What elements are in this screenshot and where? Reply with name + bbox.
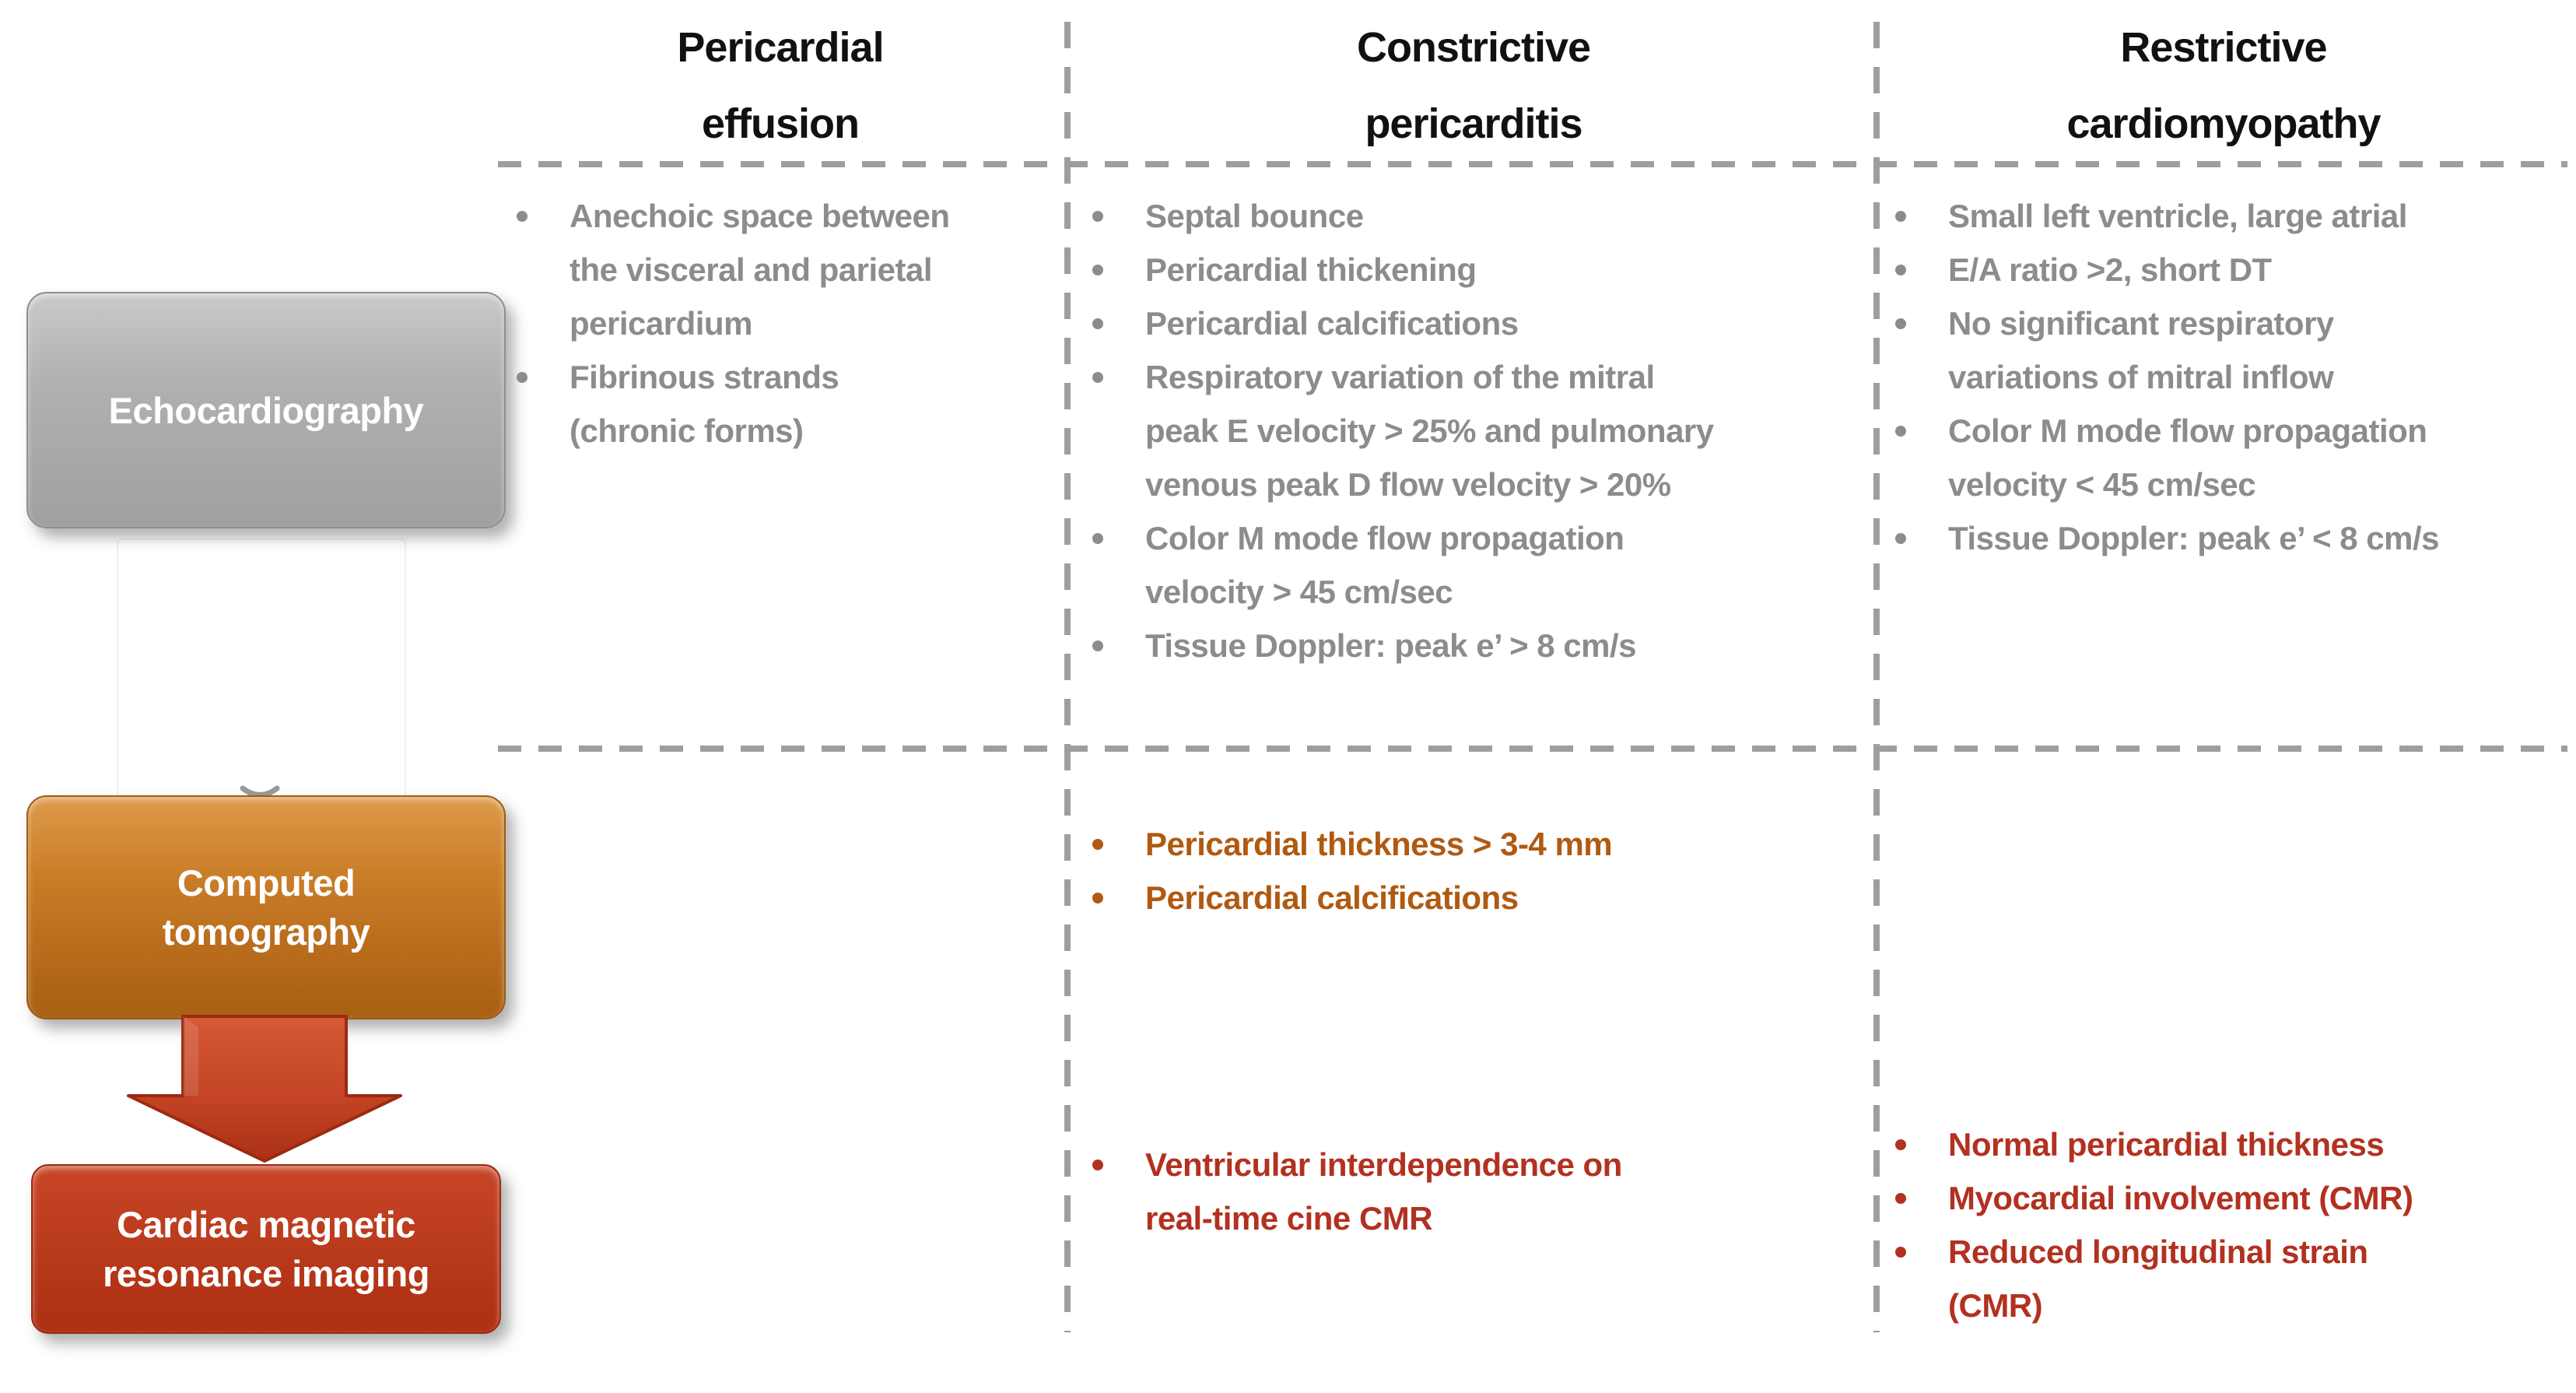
- bullet-item: No significant respiratory variations of…: [1886, 296, 2571, 404]
- bullet-item: Color M mode flow propagation velocity >…: [1083, 511, 1869, 619]
- column-header-constrictive-pericarditis: Constrictive pericarditis: [1356, 24, 1591, 147]
- modality-label-computed-tomography: Computed tomography: [162, 862, 370, 953]
- modality-box-echocardiography: Echocardiography: [26, 292, 506, 528]
- modality-label-echocardiography: Echocardiography: [108, 389, 424, 431]
- bullet-item: Normal pericardial thickness: [1886, 1118, 2571, 1171]
- bullet-item: Anechoic space between the visceral and …: [507, 189, 1064, 350]
- header-divider-line: [498, 161, 2567, 167]
- bullet-item: Pericardial calcifications: [1083, 871, 1869, 925]
- column-divider-line-2: [1873, 22, 1880, 1332]
- faint-placeholder-box: [117, 539, 406, 798]
- modality-box-cardiac-mri: Cardiac magnetic resonance imaging: [31, 1164, 501, 1334]
- modality-box-computed-tomography: Computed tomography: [26, 795, 506, 1019]
- bullet-item: Respiratory variation of the mitral peak…: [1083, 350, 1869, 511]
- column-divider-line-1: [1064, 22, 1071, 1332]
- bullet-item: Ventricular interdependence on real-time…: [1083, 1138, 1869, 1245]
- bullet-list: Anechoic space between the visceral and …: [507, 189, 1064, 458]
- bullet-item: Pericardial thickening: [1083, 243, 1869, 296]
- column-header-pericardial-effusion: Pericardial effusion: [677, 24, 884, 147]
- small-squiggle-mark: [240, 785, 280, 798]
- bullet-item: Pericardial calcifications: [1083, 296, 1869, 350]
- bullet-item: Color M mode flow propagation velocity <…: [1886, 404, 2571, 511]
- bullet-item: Small left ventricle, large atrial: [1886, 189, 2571, 243]
- bullet-list: Ventricular interdependence on real-time…: [1083, 1138, 1869, 1245]
- bullet-item: Reduced longitudinal strain (CMR): [1886, 1225, 2571, 1332]
- bullet-item: Tissue Doppler: peak e’ > 8 cm/s: [1083, 619, 1869, 672]
- cell-cmr-constrictive-pericarditis: Ventricular interdependence on real-time…: [1083, 1138, 1869, 1245]
- bullet-item: Tissue Doppler: peak e’ < 8 cm/s: [1886, 511, 2571, 565]
- bullet-item: Fibrinous strands (chronic forms): [507, 350, 1064, 458]
- column-header-restrictive-cardiomyopathy: Restrictive cardiomyopathy: [2066, 24, 2381, 147]
- flow-arrow-down-icon: [127, 1015, 402, 1163]
- cell-echocardiography-pericardial-effusion: Anechoic space between the visceral and …: [507, 189, 1064, 458]
- bullet-item: Myocardial involvement (CMR): [1886, 1171, 2571, 1225]
- bullet-item: E/A ratio >2, short DT: [1886, 243, 2571, 296]
- modality-label-cardiac-mri: Cardiac magnetic resonance imaging: [103, 1204, 429, 1294]
- row-divider-line: [498, 746, 2567, 752]
- bullet-item: Pericardial thickness > 3-4 mm: [1083, 817, 1869, 871]
- bullet-item: Septal bounce: [1083, 189, 1869, 243]
